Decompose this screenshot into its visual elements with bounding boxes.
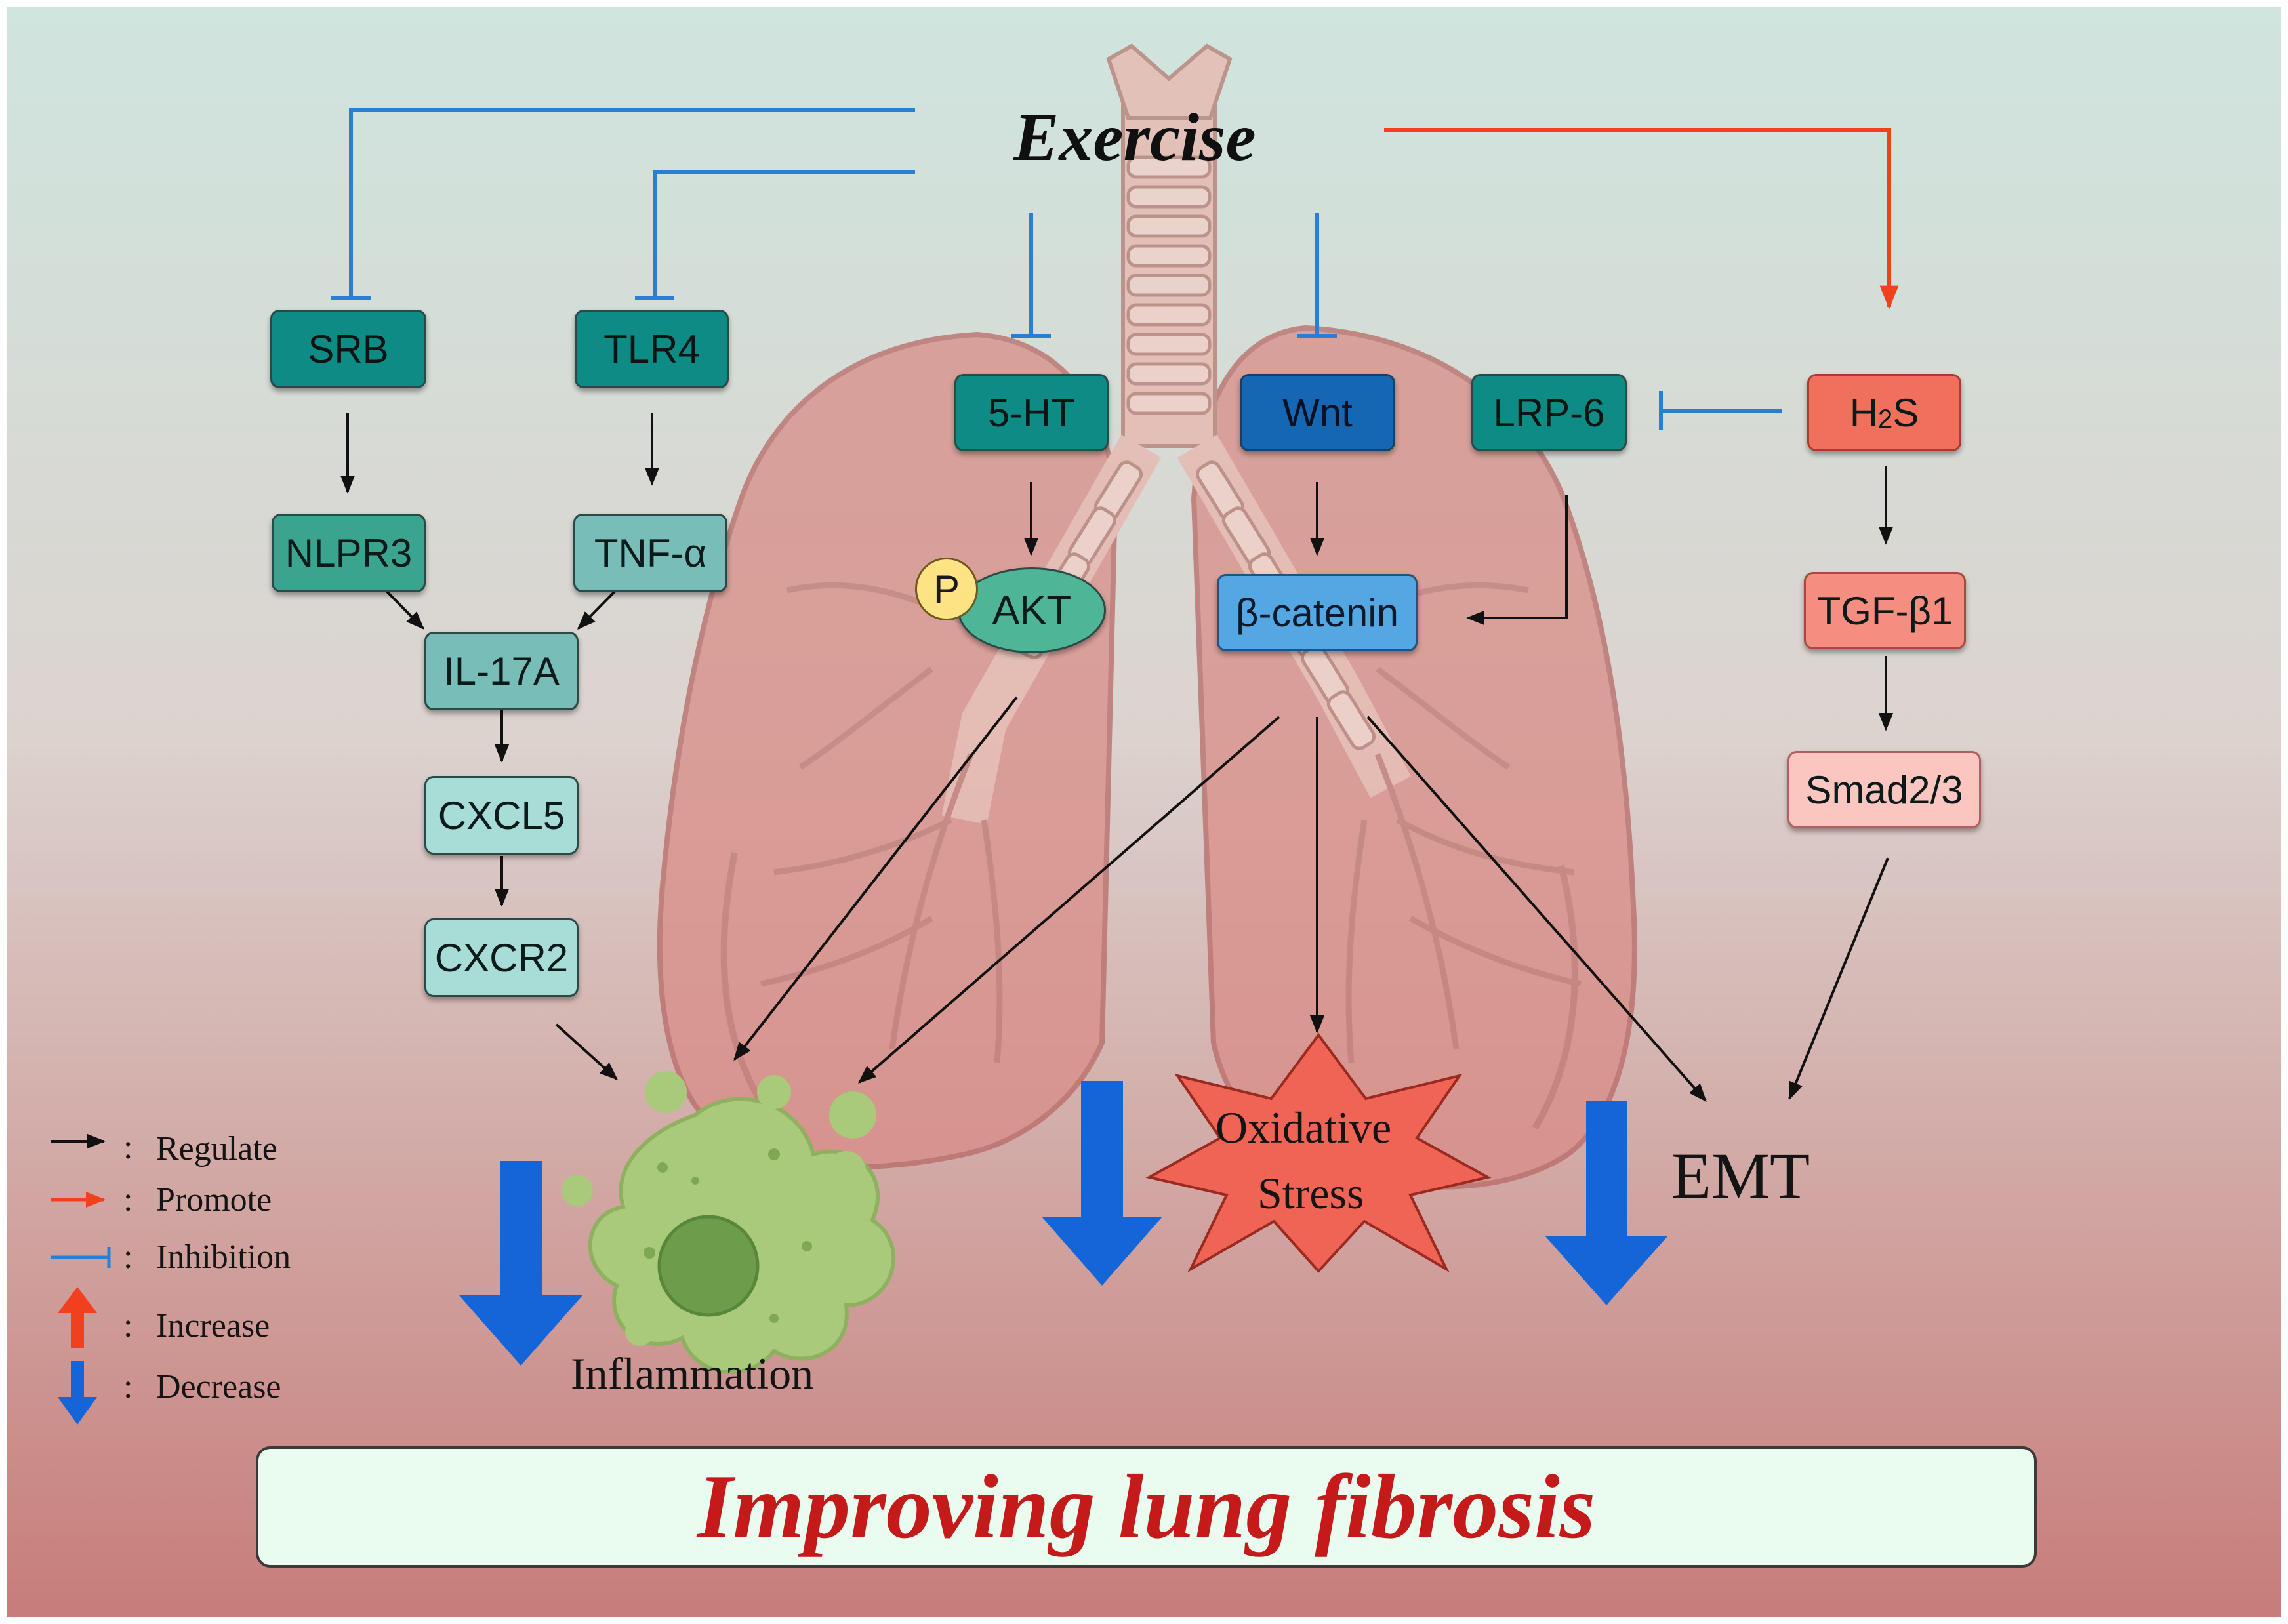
node-tnf-alpha: TNF-α: [573, 514, 727, 592]
outcome-emt: EMT: [1671, 1139, 1810, 1212]
legend-colon-promote: :: [123, 1181, 133, 1219]
exercise-title: Exercise: [1013, 100, 1256, 175]
legend-colon-increase: :: [123, 1307, 133, 1345]
node-smad23: Smad2/3: [1787, 751, 1981, 828]
legend-inhibition-symbol: [51, 1247, 111, 1268]
conclusion-banner: Improving lung fibrosis: [256, 1446, 2037, 1568]
legend-symbols: [51, 1133, 111, 1425]
legend-increase-symbol: [58, 1287, 97, 1348]
conclusion-text: Improving lung fibrosis: [697, 1456, 1596, 1558]
node-cxcl5: CXCL5: [424, 776, 579, 855]
oxidative-stress-star: [1145, 1032, 1492, 1273]
outcome-oxidative-line2: Stress: [1257, 1168, 1364, 1218]
h2s-label-h: H: [1849, 390, 1879, 435]
legend-colon-regulate: :: [123, 1129, 133, 1166]
node-tlr4: TLR4: [575, 310, 729, 388]
h2s-label-sub: 2: [1878, 404, 1893, 434]
node-wnt: Wnt: [1240, 374, 1395, 451]
node-5ht: 5-HT: [954, 374, 1109, 451]
legend-colon-decrease: :: [123, 1368, 133, 1406]
legend-label-promote: Promote: [156, 1181, 272, 1219]
emt-decrease-arrow: [1545, 1101, 1667, 1305]
node-tgf-beta1: TGF-β1: [1804, 572, 1966, 649]
legend-colon-inhibition: :: [123, 1238, 133, 1276]
legend-label-regulate: Regulate: [156, 1130, 277, 1167]
outcome-oxidative-line1: Oxidative: [1216, 1103, 1392, 1152]
decrease-arrows: [459, 1081, 1667, 1366]
node-srb: SRB: [270, 310, 426, 388]
h2s-label-s: S: [1892, 390, 1919, 435]
node-il17a: IL-17A: [424, 632, 579, 710]
node-akt: AKT: [958, 567, 1106, 653]
inflammation-cell-illustration: [562, 1071, 896, 1374]
legend-label-increase: Increase: [156, 1307, 270, 1345]
inflammation-decrease-arrow: [459, 1161, 582, 1366]
phosphorylation-badge: P: [915, 558, 978, 620]
legend-label-inhibition: Inhibition: [156, 1238, 291, 1276]
regulate-edges: [340, 413, 1894, 1103]
outcome-inflammation: Inflammation: [571, 1349, 814, 1398]
legend-decrease-symbol: [58, 1361, 97, 1425]
node-cxcr2: CXCR2: [424, 918, 579, 997]
promote-edge: [1384, 128, 1899, 310]
oxidative-decrease-arrow: [1042, 1081, 1162, 1286]
node-nlpr3: NLPR3: [272, 514, 426, 592]
node-lrp6: LRP-6: [1471, 374, 1627, 451]
node-beta-catenin: β-catenin: [1217, 574, 1418, 651]
inhibition-edges: [331, 108, 1782, 430]
legend-label-decrease: Decrease: [156, 1368, 281, 1406]
